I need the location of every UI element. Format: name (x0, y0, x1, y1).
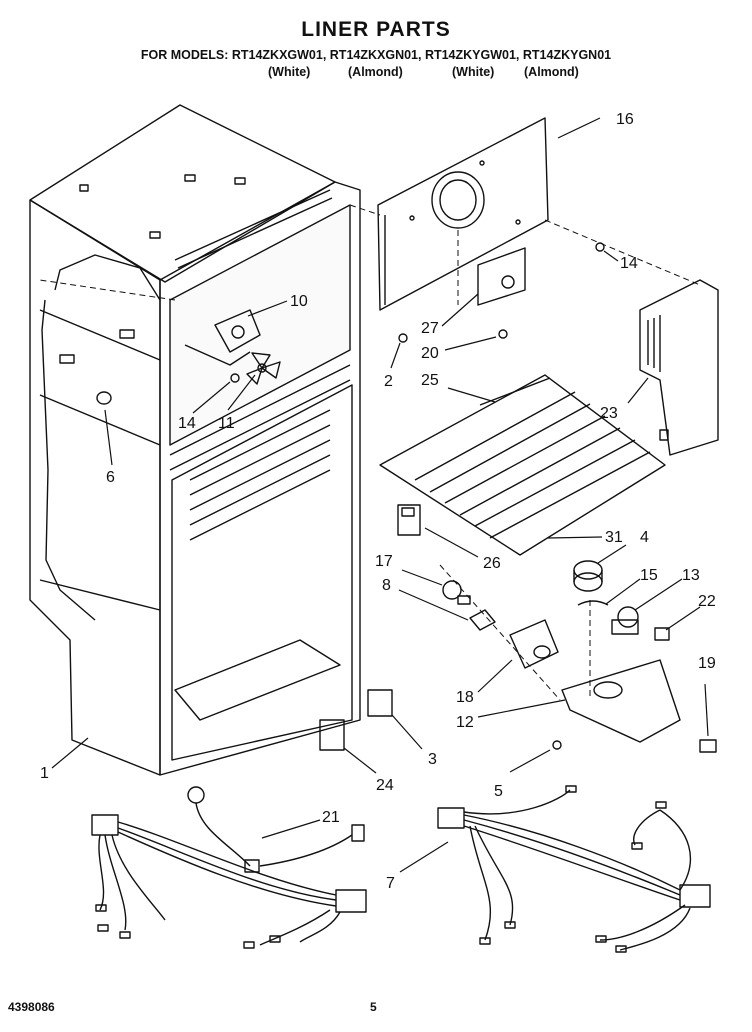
callout-15: 15 (640, 567, 658, 584)
models-line: FOR MODELS: RT14ZKXGW01, RT14ZKXGN01, RT… (140, 48, 612, 62)
air-grille-23 (639, 279, 719, 456)
screw-14a (230, 373, 240, 383)
color-label-almond-2: (Almond) (524, 65, 579, 79)
callout-23: 23 (600, 405, 618, 422)
callout-25: 25 (421, 372, 439, 389)
evaporator-cover-16 (377, 117, 549, 311)
screw-20 (498, 329, 508, 339)
light-bulb-17 (442, 580, 462, 600)
wiring-harness-21 (91, 786, 367, 949)
thermostat-13 (611, 606, 639, 635)
switch-26 (397, 504, 421, 536)
liner-cabinet (29, 104, 361, 776)
document-number: 4398086 (8, 1000, 55, 1014)
evaporator-shelf-25 (379, 374, 666, 556)
terminal-19 (699, 739, 717, 753)
callout-4: 4 (640, 529, 649, 546)
color-label-white-2: (White) (452, 65, 495, 79)
color-label-white-1: (White) (268, 65, 311, 79)
callout-14a: 14 (178, 415, 196, 432)
callout-5: 5 (494, 783, 503, 800)
callout-31: 31 (605, 529, 623, 546)
leader-lines (51, 117, 709, 873)
callout-11: 11 (218, 415, 235, 432)
callout-27: 27 (421, 320, 439, 337)
screw-5 (552, 740, 562, 750)
alignment-lines (39, 204, 701, 701)
callout-19: 19 (698, 655, 716, 672)
callout-6: 6 (106, 469, 115, 486)
page-title: LINER PARTS (301, 18, 451, 41)
light-socket-8 (469, 609, 496, 631)
callout-20: 20 (421, 345, 439, 362)
callout-3: 3 (428, 751, 437, 768)
screw-2 (398, 333, 408, 343)
callout-21: 21 (322, 809, 340, 826)
callout-26: 26 (483, 555, 501, 572)
control-bracket-10 (184, 309, 261, 366)
callout-labels: 10 14 11 6 16 14 27 20 2 25 23 26 31 4 1… (40, 111, 716, 892)
page-number: 5 (370, 1000, 377, 1014)
connector-22 (654, 627, 670, 641)
callout-24: 24 (376, 777, 394, 794)
color-label-almond-1: (Almond) (348, 65, 403, 79)
part-24 (319, 719, 345, 751)
baffle-27 (477, 247, 526, 306)
callout-14b: 14 (620, 255, 638, 272)
callout-8: 8 (382, 577, 391, 594)
callout-1: 1 (40, 765, 49, 782)
callout-2: 2 (384, 373, 393, 390)
clip-15 (577, 600, 609, 606)
callout-16: 16 (616, 111, 634, 128)
control-housing-12 (561, 659, 681, 743)
screw-14b (595, 242, 605, 252)
callout-18: 18 (456, 689, 474, 706)
light-shield-18 (509, 619, 559, 669)
callout-13: 13 (682, 567, 700, 584)
callout-7: 7 (386, 875, 395, 892)
wiring-harness-7 (437, 785, 711, 953)
callout-17: 17 (375, 553, 393, 570)
callout-22: 22 (698, 593, 716, 610)
light-socket-6 (96, 391, 112, 405)
part-3 (367, 689, 393, 717)
callout-10: 10 (290, 293, 308, 310)
callout-12: 12 (456, 714, 474, 731)
